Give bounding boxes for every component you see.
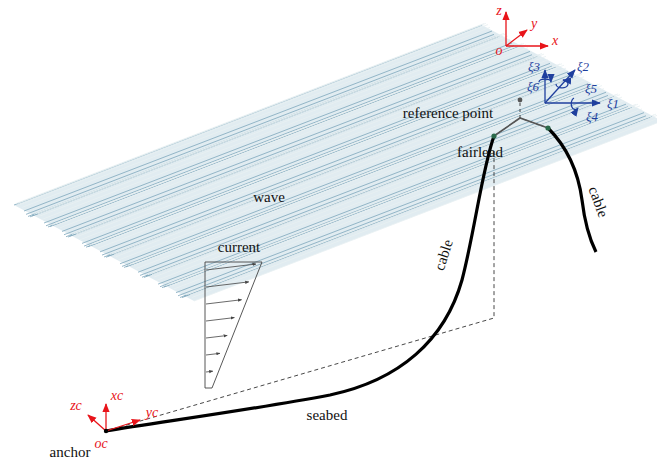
axis-label: z	[496, 4, 501, 18]
anchor-point	[104, 429, 108, 433]
reference-point	[518, 98, 523, 103]
fairlead-point	[545, 125, 550, 130]
point-label: reference point	[403, 106, 493, 121]
axis-label: oc	[94, 437, 107, 451]
point-label: anchor	[50, 445, 91, 460]
dof-label: ξ2	[577, 60, 589, 73]
axis-label: zc	[70, 399, 82, 413]
axis-label: x	[552, 34, 558, 48]
current-arrows	[206, 264, 256, 372]
dof-label: ξ1	[607, 97, 619, 110]
anchor-axes	[88, 404, 140, 431]
cable-label: cable	[432, 238, 456, 273]
mooring-cable	[106, 136, 494, 431]
global-axes	[506, 12, 548, 46]
fairlead-point	[491, 133, 496, 138]
dof-label: ξ5	[585, 82, 597, 95]
projection-line	[494, 100, 548, 136]
current-profile	[205, 262, 262, 388]
wave-surface	[14, 23, 657, 301]
axis-label: o	[496, 44, 503, 58]
dof-label: ξ3	[528, 60, 540, 73]
region-label: seabed	[307, 408, 348, 423]
point-label: fairlead	[457, 145, 503, 160]
axis-label: y	[531, 17, 537, 31]
region-label: current	[218, 240, 260, 255]
dof-label: ξ4	[586, 110, 598, 123]
projection-line	[106, 150, 494, 431]
region-label: wave	[253, 190, 285, 205]
dof-label: ξ6	[527, 80, 539, 93]
body-axes	[539, 70, 600, 110]
fairlead-link	[494, 118, 548, 136]
axis-label: xc	[111, 389, 123, 403]
cable-label: cable	[586, 185, 611, 220]
axis-label: yc	[146, 406, 158, 420]
